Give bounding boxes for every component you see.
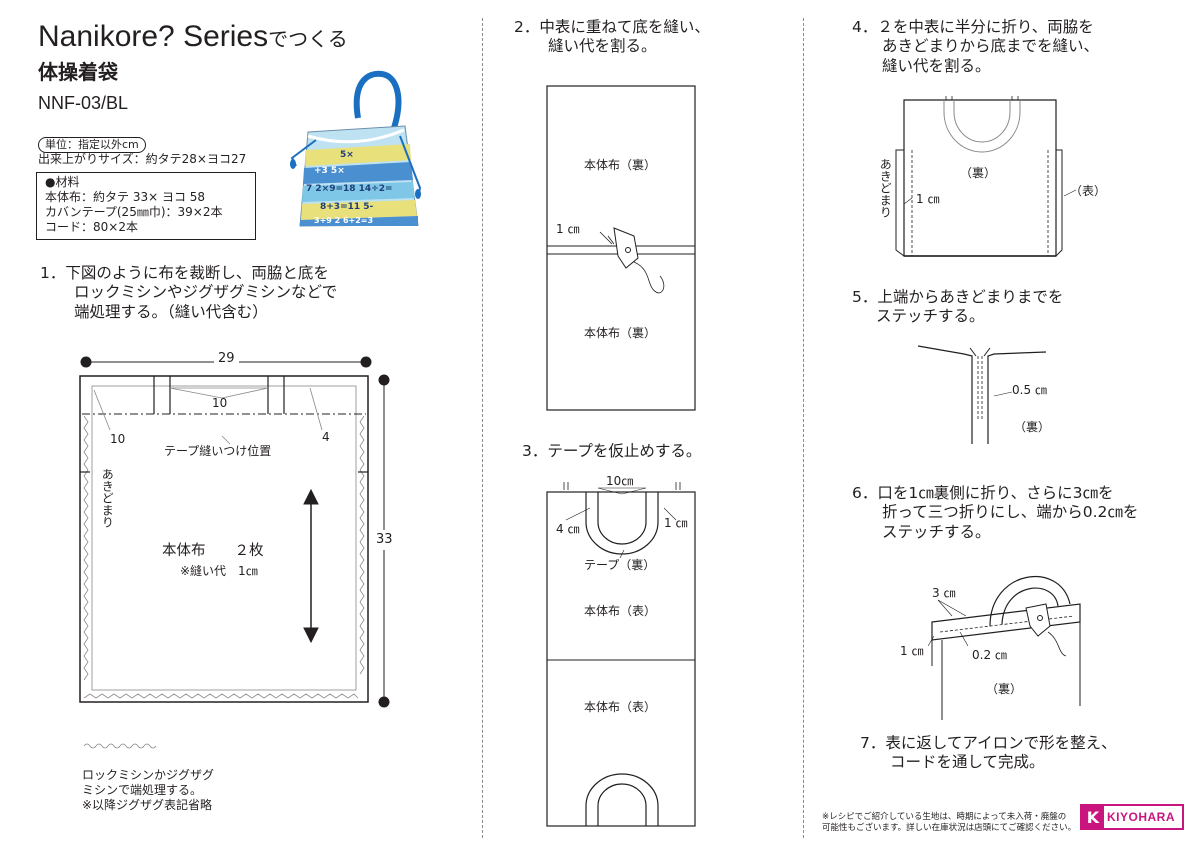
back-label: （裏） — [960, 166, 997, 180]
dim-width: 29 — [214, 351, 239, 368]
bag-print: 3+9 2 6+2=3 — [314, 216, 374, 225]
dim-tape: 10 — [212, 396, 228, 410]
note-line: ミシンで端処理する。 — [82, 783, 203, 797]
front-label: （表） — [1070, 184, 1107, 198]
kiyohara-logo: K KIYOHARA — [1080, 804, 1184, 830]
materials-heading: ●材料 — [45, 175, 80, 189]
step-line: 6．口を1㎝裏側に折り、さらに3㎝を — [852, 484, 1114, 502]
step5-diagram — [917, 345, 1047, 444]
body-back-label: 本体布（裏） — [584, 158, 657, 172]
seam-dim: 1 ㎝ — [916, 192, 940, 206]
opening-stop-label: あきどまり — [878, 158, 893, 218]
fold-dim-3: 3 ㎝ — [932, 586, 956, 600]
series-name: Nanikore? Series — [38, 20, 269, 53]
step-line: 2．中表に重ねて底を縫い、 — [514, 18, 710, 36]
bag-photo — [290, 70, 422, 227]
body-fabric-label: 本体布 ２枚 — [162, 543, 264, 559]
step6-diagram — [927, 575, 1081, 720]
note-line: 可能性もございます。詳しい在庫状況は店頭にてご確認ください。 — [822, 822, 1077, 833]
step4-diagram — [895, 96, 1077, 257]
dim-height: 33 — [376, 530, 393, 551]
body-front-label: 本体布（表） — [584, 700, 657, 714]
step-line: 折って三つ折りにし、端から0.2㎝を — [882, 503, 1139, 522]
unit-note: 単位：指定以外cm — [38, 137, 146, 153]
note-line: ※以降ジグザグ表記省略 — [82, 798, 213, 812]
finished-size: 出来上がりサイズ：約タテ28×ヨコ27 — [38, 152, 247, 166]
product-name: 体操着袋 — [38, 60, 118, 84]
step-line: 3．テープを仮止めする。 — [522, 442, 702, 460]
dim-opening: 10 — [110, 432, 126, 446]
column-divider — [482, 18, 483, 838]
material-item: 本体布：約タテ 33× ヨコ 58 — [45, 190, 206, 204]
step2-diagram — [546, 85, 696, 411]
note-line: ※レシピでご紹介している生地は、時期によって未入荷・廃盤の — [822, 812, 1067, 822]
step-line: 端処理する。（縫い代含む） — [74, 302, 268, 321]
step-line: ステッチする。 — [876, 307, 985, 326]
dim-side: 4 — [322, 430, 330, 444]
logo-mark: K — [1082, 806, 1104, 828]
opening-stop-label: あきどまり — [100, 468, 115, 528]
step-line: 4．２を中表に半分に折り、両脇を — [852, 18, 1094, 36]
step-line: 1．下図のように布を裁断し、両脇と底を — [40, 264, 329, 282]
bag-print: 7 2×9=18 14÷2= — [306, 184, 393, 194]
stock-note: ※レシピでご紹介している生地は、時期によって未入荷・廃盤の 可能性もございます。… — [822, 812, 1076, 833]
step7-instruction: 7．表に返してアイロンで形を整え、 コードを通して完成。 — [860, 734, 1117, 773]
step2-instruction: 2．中表に重ねて底を縫い、 縫い代を割る。 — [514, 18, 710, 57]
step3-instruction: 3．テープを仮止めする。 — [522, 442, 701, 461]
dim-tape-gap: 10㎝ — [606, 474, 634, 488]
bag-print: +3 5× — [314, 166, 345, 176]
stitch-dim: 0.5 ㎝ — [1012, 383, 1047, 397]
tape-label: テープ（裏） — [584, 558, 656, 572]
product-code: NNF-03/BL — [38, 93, 129, 113]
series-suffix: でつくる — [268, 29, 348, 51]
seam-allowance-note: ※縫い代 1㎝ — [180, 564, 258, 578]
column-divider — [803, 18, 804, 838]
dim-overhang: 1 ㎝ — [664, 516, 688, 530]
bag-print: 5× — [340, 150, 354, 160]
body-front-label: 本体布（表） — [584, 604, 657, 618]
step-line: ロックミシンやジグザグミシンなどで — [74, 283, 338, 302]
step-line: 7．表に返してアイロンで形を整え、 — [860, 734, 1117, 752]
back-label: （裏） — [1014, 420, 1051, 434]
material-item: カバンテープ(25㎜巾)：39×2本 — [45, 205, 223, 219]
zigzag-note: ロックミシンかジグザグ ミシンで端処理する。 ※以降ジグザグ表記省略 — [82, 768, 214, 813]
bag-print: 8+3=11 5- — [320, 202, 374, 212]
step-line: 5．上端からあきどまりまでを — [852, 288, 1064, 306]
step-line: あきどまりから底までを縫い、 — [882, 37, 1100, 56]
step5-instruction: 5．上端からあきどまりまでを ステッチする。 — [852, 288, 1063, 327]
step-line: 縫い代を割る。 — [548, 37, 657, 56]
dim-edge: 4 ㎝ — [556, 522, 580, 536]
step1-instruction: 1．下図のように布を裁断し、両脇と底を ロックミシンやジグザグミシンなどで 端処… — [40, 264, 337, 322]
step-line: ステッチする。 — [882, 522, 991, 541]
note-line: ロックミシンかジグザグ — [82, 768, 215, 782]
step6-instruction: 6．口を1㎝裏側に折り、さらに3㎝を 折って三つ折りにし、端から0.2㎝を ステ… — [852, 484, 1138, 542]
seam-dim: 1 ㎝ — [556, 222, 580, 236]
step-line: 縫い代を割る。 — [882, 56, 991, 75]
fold-dim-1: 1 ㎝ — [900, 644, 924, 658]
material-item: コード：80×2本 — [45, 220, 138, 234]
tape-position-label: テープ縫いつけ位置 — [164, 444, 272, 458]
logo-text: KIYOHARA — [1107, 810, 1176, 824]
series-title: Nanikore? Seriesでつくる — [38, 18, 348, 56]
back-label: （裏） — [986, 682, 1023, 696]
materials-box: ●材料 本体布：約タテ 33× ヨコ 58 カバンテープ(25㎜巾)：39×2本… — [36, 172, 256, 240]
step4-instruction: 4．２を中表に半分に折り、両脇を あきどまりから底までを縫い、 縫い代を割る。 — [852, 18, 1099, 76]
step-line: コードを通して完成。 — [890, 753, 1045, 772]
step3-diagram — [546, 482, 696, 827]
body-back-label: 本体布（裏） — [584, 326, 657, 340]
stitch-dim: 0.2 ㎝ — [972, 648, 1007, 662]
